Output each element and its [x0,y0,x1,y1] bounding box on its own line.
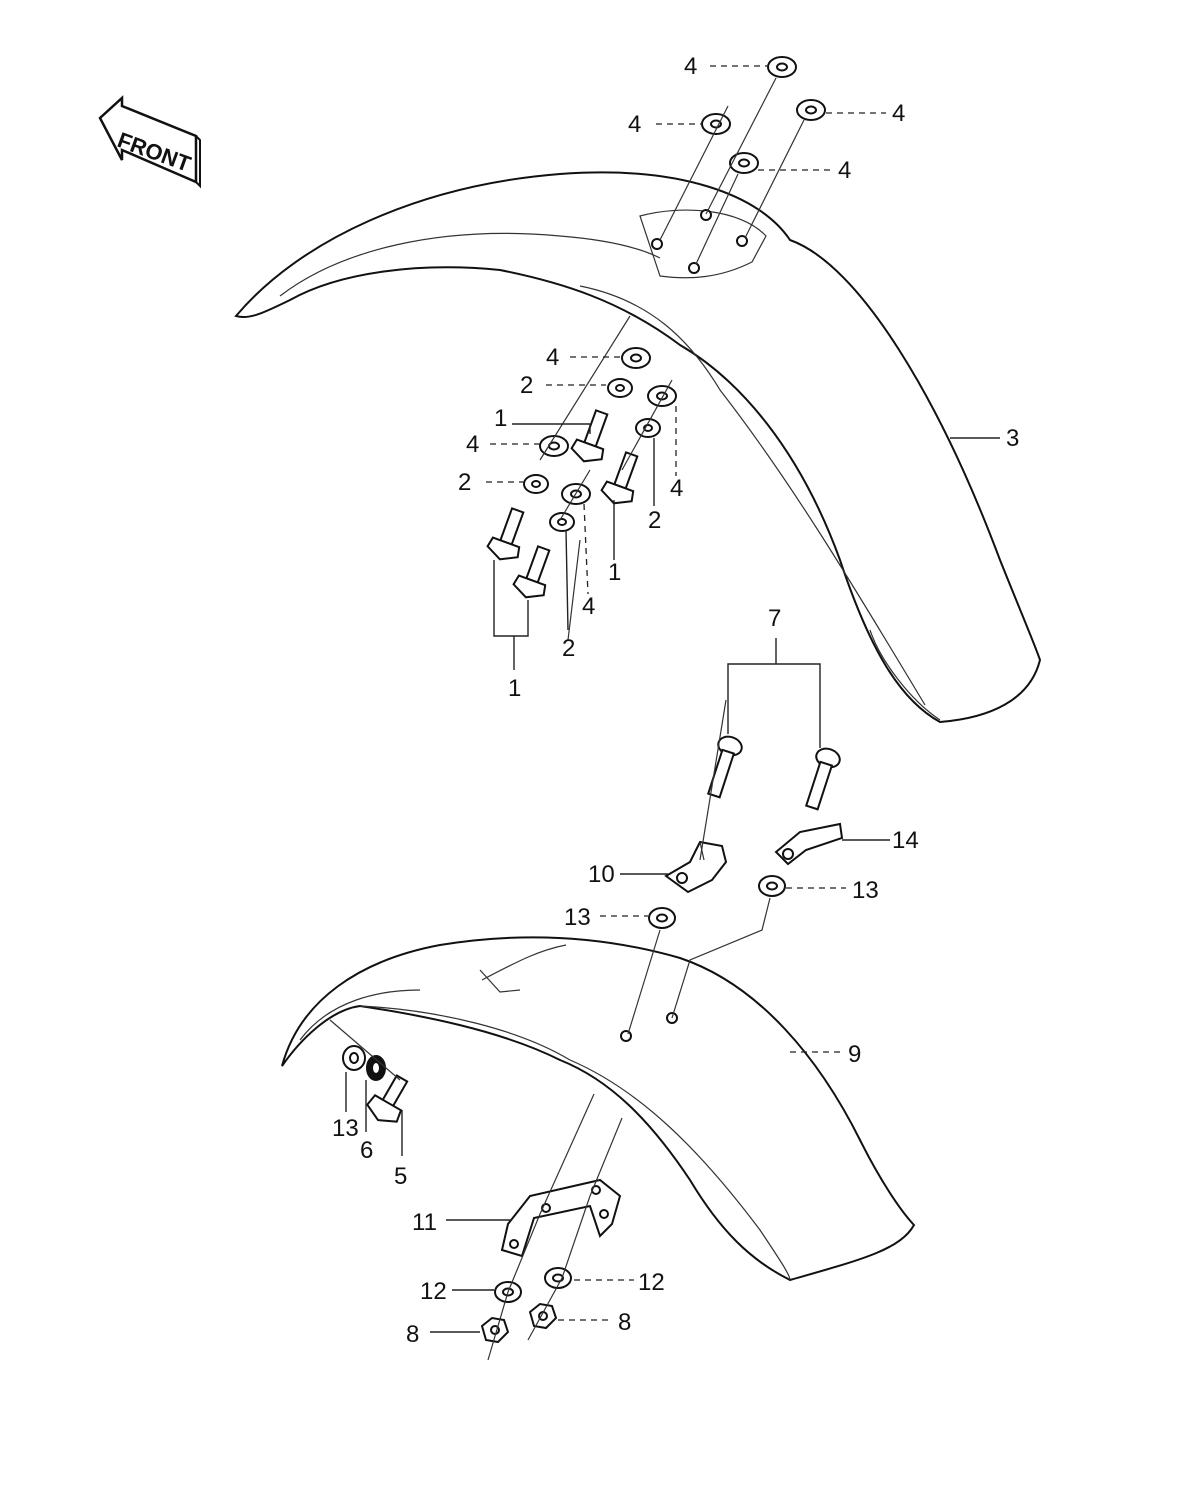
callout-4: 4 [892,100,905,127]
callout-10: 10 [588,861,615,888]
washers-13 [342,875,786,1071]
callout-7: 7 [768,605,781,632]
callout-2: 2 [458,469,471,496]
callout-14: 14 [892,827,919,854]
callout-11: 11 [412,1209,437,1236]
callout-4: 4 [628,111,641,138]
callout-3: 3 [1006,425,1019,452]
bolts-1 [486,409,639,599]
front-arrow: FRONT [98,95,201,189]
callout-4: 4 [670,475,683,502]
callout-4: 4 [684,53,697,80]
callout-13: 13 [564,904,591,931]
washers-4 [539,56,826,505]
callout-2: 2 [562,635,575,662]
callout-12: 12 [638,1269,665,1296]
callout-13: 13 [332,1115,359,1142]
callout-8: 8 [406,1321,419,1348]
callout-8: 8 [618,1309,631,1336]
bracket-14 [774,822,844,866]
callout-4: 4 [546,344,559,371]
callout-12: 12 [420,1278,447,1305]
bracket-11 [500,1178,622,1258]
callout-9: 9 [848,1041,861,1068]
washers-12 [494,1267,572,1303]
screws-7 [706,735,841,811]
callout-5: 5 [394,1163,407,1190]
spring-washer-6 [366,1055,386,1081]
callout-2: 2 [648,507,661,534]
callout-1: 1 [608,559,621,586]
callout-4: 4 [582,593,595,620]
callout-6: 6 [360,1137,373,1164]
callout-1: 1 [508,675,521,702]
callout-labels: 4 4 4 4 4 2 1 4 2 4 2 1 4 2 1 3 7 10 14 … [332,53,1019,1348]
lock-washers-2 [523,378,661,532]
callout-13: 13 [852,877,879,904]
front-fender-lower [281,936,916,1282]
bolt-5 [366,1074,409,1123]
callout-4: 4 [466,431,479,458]
leader-lines [345,65,1000,1333]
front-fender-upper [234,171,1042,724]
assembly-lines [329,77,805,1361]
callout-1: 1 [494,405,507,432]
callout-2: 2 [520,372,533,399]
callout-4: 4 [838,157,851,184]
bracket-10 [664,840,728,894]
nuts-8 [480,1302,558,1344]
